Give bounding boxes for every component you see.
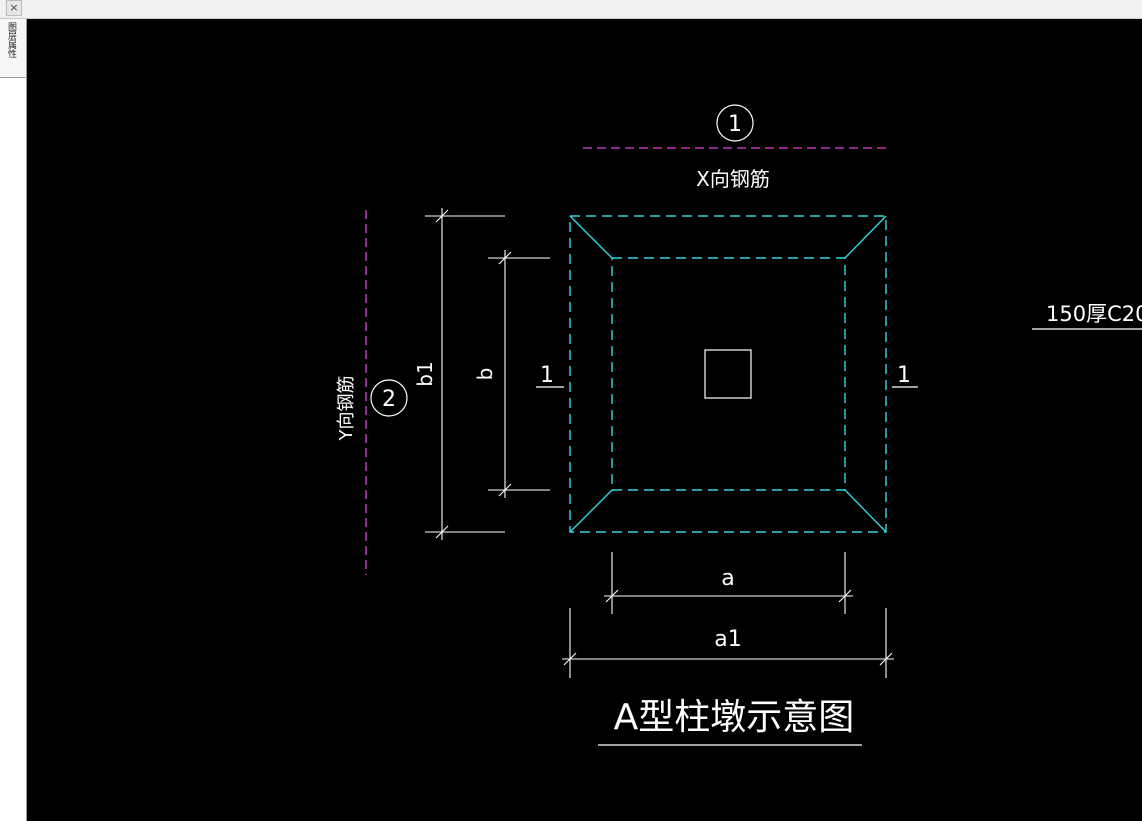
dimension-b1-label: b1: [413, 361, 437, 386]
pier-outline: [569, 215, 887, 533]
dimension-a1: [562, 608, 894, 678]
panel-tab[interactable]: 图层属性: [0, 19, 26, 78]
pier-outer-square: [569, 215, 887, 533]
dimension-b: [488, 250, 550, 498]
close-button[interactable]: ×: [6, 0, 22, 16]
section-mark-right: 1: [892, 363, 918, 388]
left-side-panel: 图层属性: [0, 19, 27, 821]
side-note-text: 150厚C20素: [1046, 302, 1142, 326]
section-mark-left-label: 1: [540, 363, 554, 388]
drawing-title: A型柱墩示意图: [614, 697, 855, 738]
pier-inner-square: [611, 257, 846, 491]
dimension-a: [604, 552, 853, 614]
section-mark-right-label: 1: [897, 363, 911, 388]
panel-tab-label: 图层属性: [6, 22, 16, 58]
canvas-background: [27, 19, 1142, 821]
bubble-y: 2: [370, 379, 408, 417]
bubble-y-number: 2: [382, 387, 396, 412]
bubble-x: 1: [716, 104, 754, 142]
pier-corner-lines: [569, 215, 887, 533]
dimension-b-label: b: [473, 368, 497, 381]
title-bar: ×: [0, 0, 1142, 19]
bubble-x-number: 1: [728, 112, 742, 137]
x-rebar-label: X向钢筋: [696, 167, 770, 191]
section-mark-left: 1: [536, 363, 564, 388]
dimension-b1: [425, 208, 505, 540]
cad-drawing-canvas[interactable]: 1 2 X向钢筋 Y向钢筋 1 1 b1: [27, 19, 1142, 821]
dimension-a-label: a: [721, 566, 734, 591]
y-rebar-label: Y向钢筋: [336, 376, 357, 442]
dimension-a1-label: a1: [714, 627, 741, 652]
column-square: [704, 349, 752, 399]
